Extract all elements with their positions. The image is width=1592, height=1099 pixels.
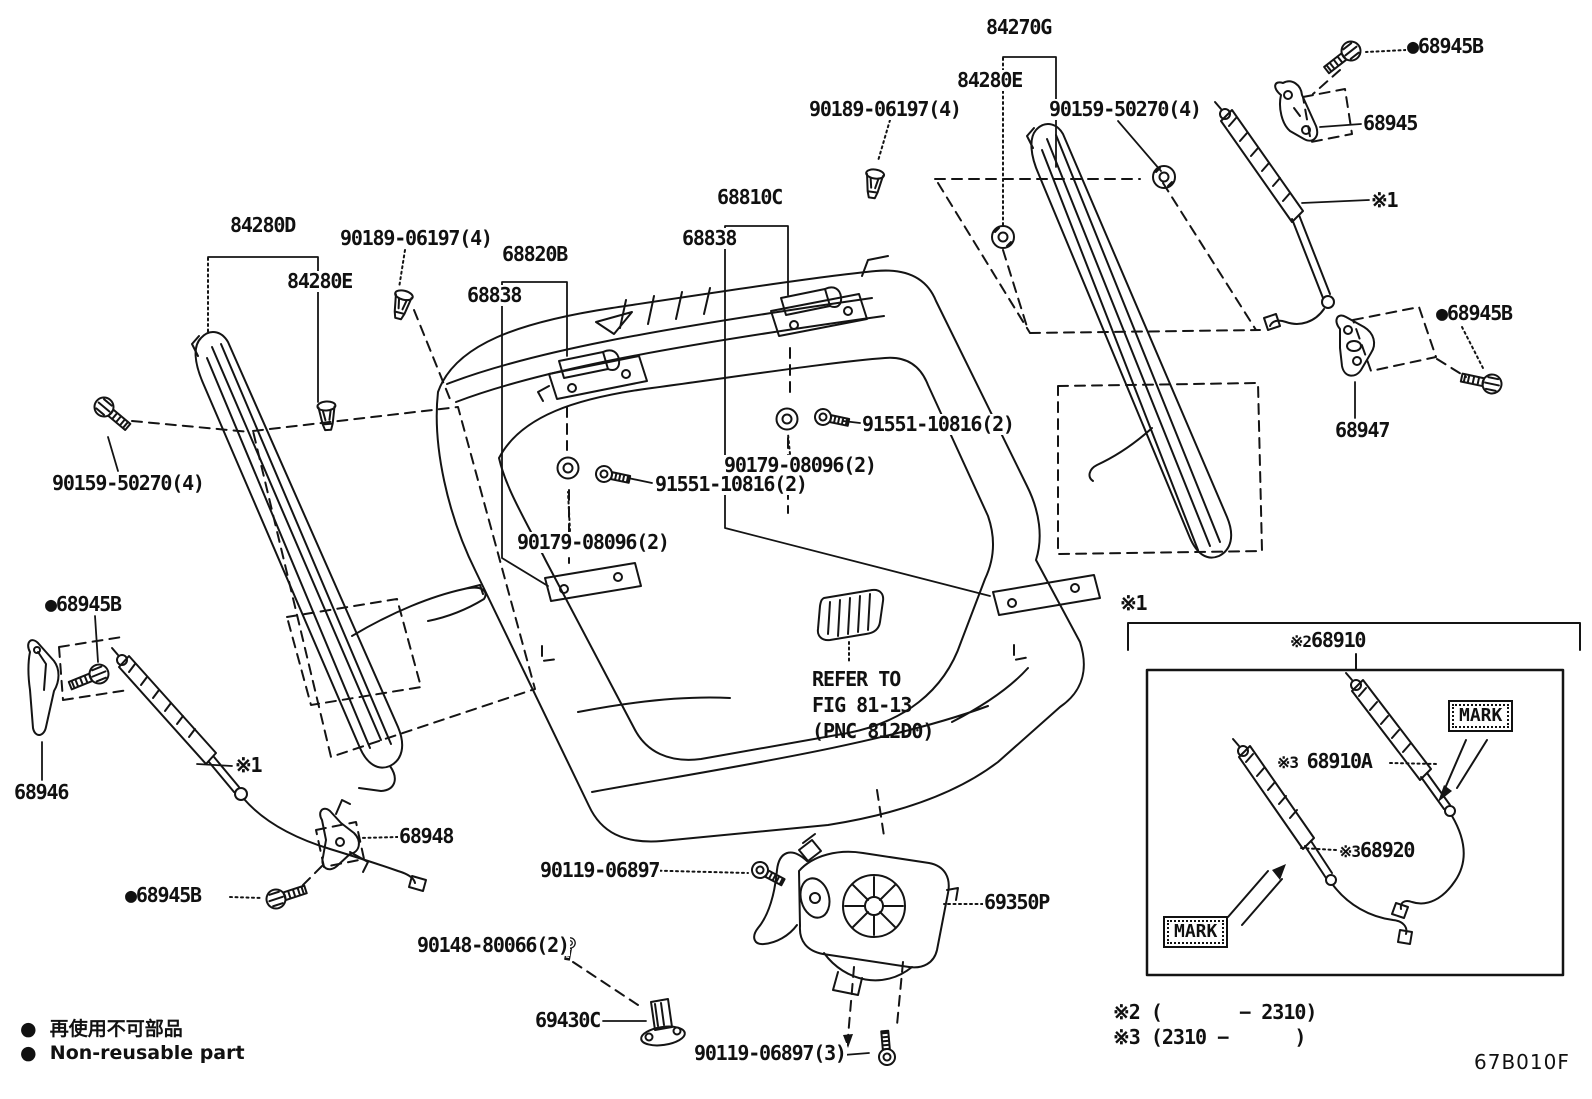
- label-90189-right: 90189-06197(4): [808, 97, 962, 121]
- clip-84280E-left-icon: [316, 399, 339, 432]
- legend-non-reusable-en: ● Non-reusable part: [20, 1042, 245, 1064]
- screw-90119-icon: [748, 858, 788, 891]
- leader-lines: [41, 56, 1370, 1057]
- figure-code: 67B010F: [1474, 1050, 1570, 1074]
- label-68910A: ※3 68910A: [1276, 751, 1373, 772]
- label-68920-number: 68920: [1360, 838, 1415, 862]
- label-68945B-left: ●68945B: [44, 592, 122, 616]
- label-68910: ※268910: [1289, 630, 1366, 651]
- bracket-68946: [27, 639, 60, 736]
- hinge-pad-left-68838: [544, 562, 642, 602]
- inset-stay-68910A: [1345, 672, 1465, 919]
- striker-69430C: [640, 998, 686, 1047]
- label-84280D: 84280D: [229, 213, 296, 237]
- ref3-prefix-a: ※3: [1277, 753, 1307, 772]
- label-ref1-inset: ※1: [1119, 591, 1148, 615]
- bracket-68945: [1274, 80, 1319, 142]
- ref3-prefix-b: ※3: [1339, 842, 1361, 861]
- mark-callout-top: MARK: [1448, 700, 1514, 732]
- label-68947: 68947: [1334, 418, 1390, 442]
- wire-harness-right: [1088, 427, 1153, 482]
- label-ref1-left: ※1: [234, 753, 263, 777]
- label-90159-left: 90159-50270(4): [51, 471, 205, 495]
- label-68920: ※368920: [1338, 840, 1415, 861]
- label-90179-left: 90179-08096(2): [516, 530, 670, 554]
- screw-90159-left-icon: [89, 392, 135, 436]
- inset-stay-68920: [1232, 738, 1413, 945]
- mark-callout-bottom: MARK: [1163, 916, 1229, 948]
- clip-90189-right-icon: [861, 167, 886, 201]
- bracket-68947: [1335, 314, 1376, 377]
- label-68910-number: 68910: [1311, 628, 1366, 652]
- bolt-68945B-left-icon: [65, 660, 113, 696]
- legend-non-reusable-jp: ● 再使用不可部品: [20, 1018, 183, 1040]
- mark-arrow-top: [1442, 739, 1488, 794]
- lower-creases: [577, 667, 1029, 793]
- label-90189-left: 90189-06197(4): [339, 226, 493, 250]
- dotted-leaders: [207, 49, 1485, 948]
- clip-90189-left-icon: [388, 287, 415, 322]
- footnote-ref2: ※2 ( − 2310): [1113, 1000, 1317, 1024]
- label-90179-right: 90179-08096(2): [723, 453, 877, 477]
- lock-tube-arm: [753, 851, 808, 946]
- label-68945B-mid-right: ●68945B: [1435, 301, 1513, 325]
- grommet-90179-right-icon: [775, 407, 799, 431]
- bolt-90119-3-icon: [875, 1029, 897, 1067]
- label-68838-right: 68838: [681, 226, 737, 250]
- label-68945: 68945: [1362, 111, 1418, 135]
- label-90119-3: 90119-06897(3): [693, 1041, 847, 1065]
- refer-note: REFER TO FIG 81-13 (PNC 812D0): [812, 667, 934, 743]
- hinge-left-68820B: [537, 349, 648, 402]
- tailgate-panel: [435, 255, 1101, 843]
- label-68810C: 68810C: [716, 185, 783, 209]
- label-90159-right: 90159-50270(4): [1048, 97, 1202, 121]
- hinge-right-68810C: [770, 286, 868, 337]
- gas-stay-right: [1214, 101, 1335, 331]
- label-69350P: 69350P: [983, 890, 1050, 914]
- label-84270G: 84270G: [985, 15, 1052, 39]
- window-opening: [498, 356, 995, 761]
- bracket-68948: [319, 799, 369, 873]
- bolt-68945B-mid-right-icon: [1458, 367, 1505, 397]
- label-68946: 68946: [13, 780, 69, 804]
- label-84280E-right: 84280E: [956, 68, 1023, 92]
- lock-actuator-69350P: [753, 833, 959, 996]
- footnote-ref3: ※3 (2310 − ): [1113, 1025, 1306, 1049]
- label-84280E-left: 84280E: [286, 269, 353, 293]
- mark-arrow-bottom: [1227, 870, 1283, 926]
- label-ref1-right: ※1: [1370, 188, 1399, 212]
- ref2-prefix: ※2: [1290, 632, 1312, 651]
- camera-garnish-812D0: [816, 588, 885, 642]
- label-68838-left: 68838: [466, 283, 522, 307]
- gas-stay-left: [111, 647, 427, 892]
- hinge-pad-right-68838: [992, 574, 1101, 616]
- grommet-84280E-right-icon: [991, 225, 1015, 249]
- bolt-91551-left-icon: [593, 463, 633, 489]
- spoiler-slats: [595, 255, 889, 335]
- wire-harness-left: [351, 584, 487, 637]
- label-91551-left: 91551-10816(2): [654, 472, 808, 496]
- label-68820B: 68820B: [501, 242, 568, 266]
- label-68945B-bottom-left: ●68945B: [124, 883, 202, 907]
- dashed-construction-lines: [58, 69, 1467, 1038]
- bolt-68945B-bottom-left-icon: [263, 879, 310, 912]
- label-90119: 90119-06897: [539, 858, 660, 882]
- label-91551-right: 91551-10816(2): [861, 412, 1015, 436]
- label-90148: 90148-80066(2): [416, 933, 570, 957]
- bolt-91551-right-icon: [812, 406, 852, 432]
- label-68945B-top-right: ●68945B: [1406, 34, 1484, 58]
- label-68910A-number: 68910A: [1306, 749, 1373, 773]
- inset-box-68910: [1127, 622, 1581, 977]
- dashed-arrowhead: [843, 1034, 853, 1048]
- garnish-right-84270G: [1026, 123, 1233, 559]
- label-68948: 68948: [398, 824, 454, 848]
- bolt-68945B-top-right-icon: [1319, 36, 1366, 79]
- garnish-left-84280D: [191, 331, 487, 792]
- label-69430C: 69430C: [534, 1008, 601, 1032]
- grommet-90179-left-icon: [556, 456, 580, 480]
